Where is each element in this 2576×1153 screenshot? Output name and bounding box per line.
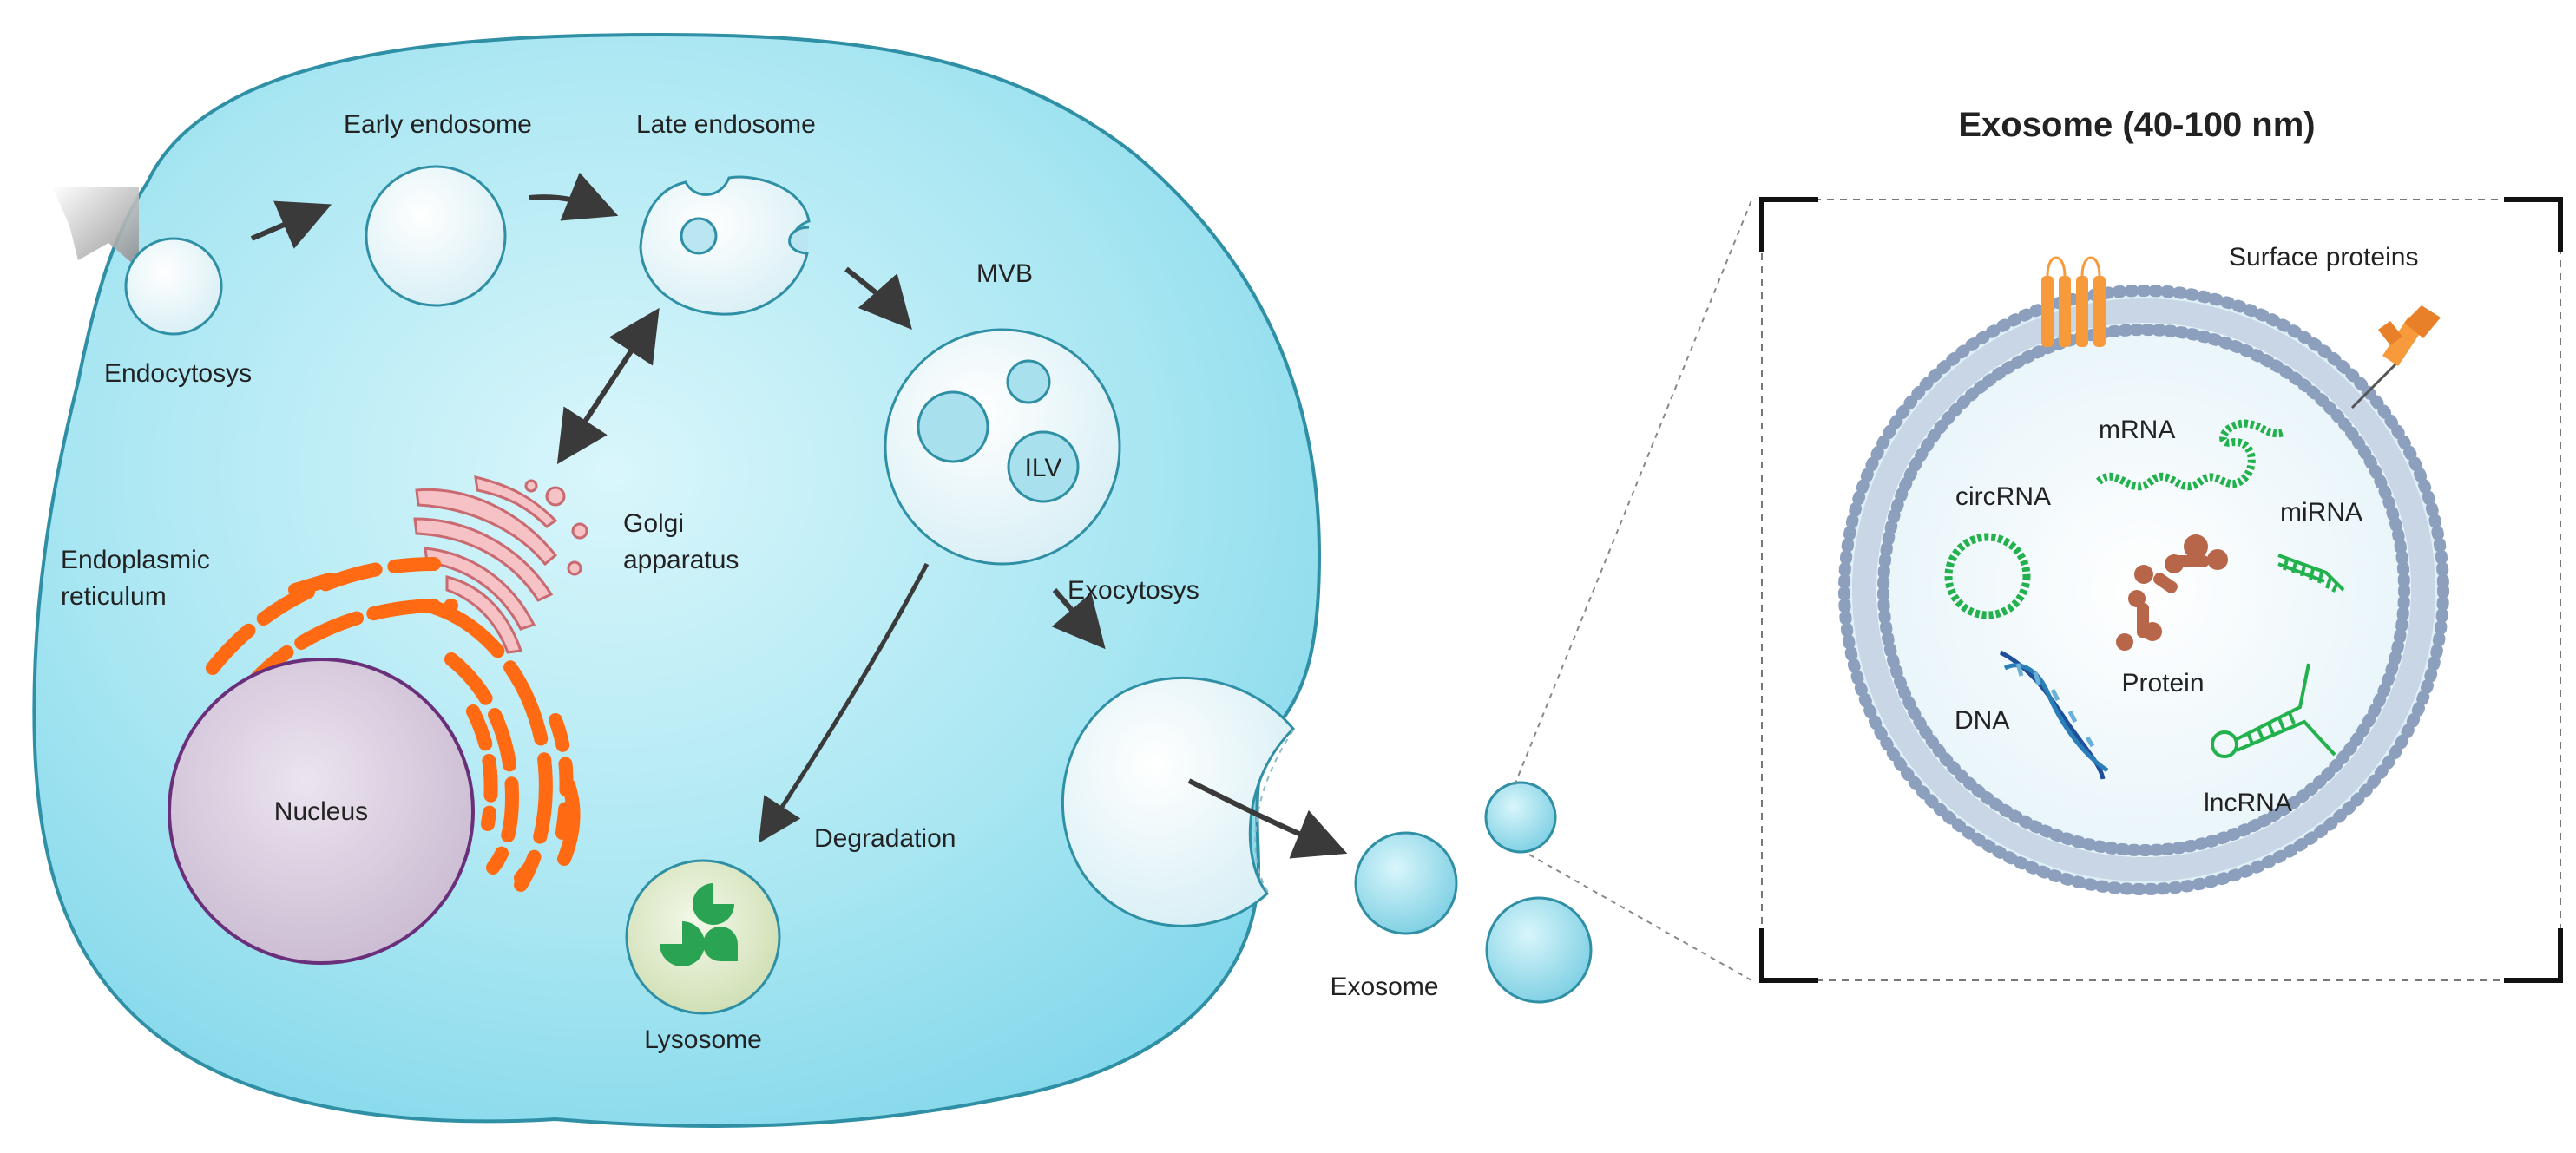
arrow-mvb-to-lysosome (759, 562, 930, 843)
lysosome-label: Lysosome (644, 1025, 762, 1054)
late-endosome-inner-vesicle (680, 217, 718, 255)
mvb (884, 328, 1121, 566)
arrow-late-golgi-bidirectional (556, 307, 660, 465)
exosome-label: Exosome (1330, 973, 1438, 1001)
dna-helix (1999, 650, 2109, 780)
exosome-detail-title: Exosome (40-100 nm) (1958, 106, 2315, 144)
early-endosome (365, 165, 507, 307)
ilv-label: ILV (1025, 454, 1062, 482)
mvb-label: MVB (976, 259, 1033, 288)
protein-label: Protein (2121, 669, 2204, 698)
nucleus-label: Nucleus (274, 797, 368, 826)
endocytosis-label: Endocytosys (104, 359, 252, 388)
golgi-label-line1: Golgi (623, 509, 684, 538)
protein-molecule (2116, 534, 2228, 651)
dna-label: DNA (1955, 706, 2009, 735)
degradation-label: Degradation (814, 824, 956, 853)
ilv-left (917, 390, 989, 463)
nucleus (168, 658, 475, 965)
circrna-ring (1944, 533, 2031, 619)
endocytosis-entry-arrow (52, 187, 139, 269)
detail-frame-corners (1759, 197, 2563, 983)
surface-proteins-label: Surface proteins (2229, 243, 2418, 272)
detail-frame (1761, 199, 2561, 981)
lysosome-fragment-1 (693, 883, 734, 925)
early-endosome-label: Early endosome (344, 110, 532, 139)
golgi-apparatus (413, 475, 588, 654)
golgi-label-line2: apparatus (623, 546, 739, 574)
exocytosis-vesicle (1061, 676, 1296, 927)
mirna-label: miRNA (2280, 498, 2362, 527)
mirna-hairpin (2277, 554, 2345, 593)
mrna-label: mRNA (2099, 416, 2175, 444)
endocytosis-vesicle (124, 237, 223, 336)
late-endosome (639, 175, 811, 316)
er-label-line1: Endoplasmic (61, 546, 210, 574)
membrane-outer-dots (1838, 285, 2449, 895)
lncrna-label: lncRNA (2204, 789, 2292, 817)
arrow-mvb-to-exocytosis (1051, 588, 1106, 650)
late-endosome-label: Late endosome (636, 110, 816, 139)
zoom-line-top (1514, 200, 1752, 786)
circrna-label: circRNA (1955, 482, 2051, 511)
arrow-early-to-late (529, 172, 619, 221)
mrna-strand (2095, 419, 2286, 491)
released-exosome-2 (1484, 781, 1557, 854)
zoom-line-bottom (1528, 854, 1752, 981)
released-exosome-1 (1354, 831, 1458, 935)
exocytosis-pore-outline (1254, 730, 1294, 894)
late-endosome-invagination (788, 226, 810, 255)
exocytosis-label: Exocytosys (1068, 576, 1199, 605)
receptor-protein (2350, 305, 2441, 409)
lysosome-fragment-2 (660, 921, 705, 966)
arrow-exocytosis-release (1187, 778, 1348, 859)
lncrna-structure (2211, 663, 2336, 758)
arrow-endo-to-early (250, 200, 332, 249)
released-exosome-3 (1485, 896, 1593, 1004)
er-label-line2: reticulum (61, 582, 167, 611)
lysosome-fragment-3 (703, 927, 738, 961)
arrow-late-to-mvb (844, 266, 912, 330)
membrane-inner-dots (1877, 324, 2410, 856)
ilv-labeled (1007, 430, 1080, 503)
endoplasmic-reticulum (206, 557, 581, 892)
transmembrane-protein (2041, 256, 2106, 347)
ilv-small (1006, 359, 1051, 404)
exosome-interior (1844, 291, 2443, 889)
membrane-tails (1852, 298, 2435, 881)
